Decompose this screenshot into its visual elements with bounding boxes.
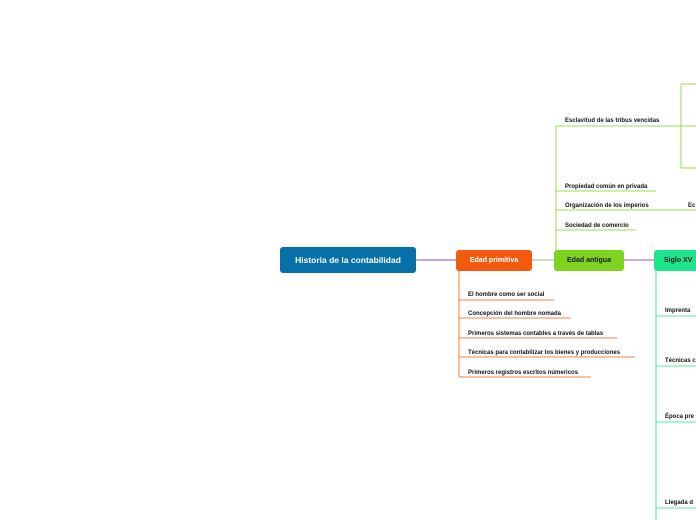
root-topic[interactable]: Historia de la contabilidad — [280, 247, 416, 273]
subtopic-antigua-2[interactable]: Propiedad común en privada — [565, 184, 648, 190]
topic-edad-antigua-label: Edad antigua — [567, 257, 611, 264]
subtopic-primitiva-2[interactable]: Concepción del hombre nomada — [468, 311, 562, 317]
subtopic-primitiva-3[interactable]: Primeros sistemas contables a través de … — [468, 331, 604, 337]
topic-edad-primitiva-label: Edad primitiva — [469, 257, 519, 264]
subtopic-xv-4[interactable]: Llegada d — [665, 500, 694, 506]
subtopic-primitiva-1[interactable]: El hombre como ser social — [468, 292, 545, 298]
subtopic-xv-1[interactable]: Imprenta — [665, 308, 691, 314]
topic-siglo-xv-label: Siglo XV — [664, 257, 693, 264]
subtopic-primitiva-5[interactable]: Primeros registros escritos númericos — [468, 370, 579, 376]
subtopic-antigua-3[interactable]: Organización de los imperios — [565, 203, 649, 209]
subtopic-primitiva-4[interactable]: Técnicas para contabilizar los bienes y … — [468, 350, 621, 356]
topic-siglo-xv[interactable]: Siglo XV — [654, 250, 696, 271]
subtopic-antigua-organizacion-child[interactable]: Ec — [688, 203, 696, 209]
subtopic-xv-3[interactable]: Época pre — [665, 414, 695, 420]
topic-edad-antigua[interactable]: Edad antigua — [554, 250, 624, 271]
subtopic-xv-2[interactable]: Técnicas c — [665, 358, 696, 364]
subtopic-antigua-1[interactable]: Esclavitud de las tribus vencidas — [565, 118, 660, 124]
root-topic-label: Historia de la contabilidad — [295, 255, 401, 265]
subtopic-antigua-4[interactable]: Sociedad de comercio — [565, 223, 629, 229]
topic-edad-primitiva[interactable]: Edad primitiva — [456, 250, 532, 271]
